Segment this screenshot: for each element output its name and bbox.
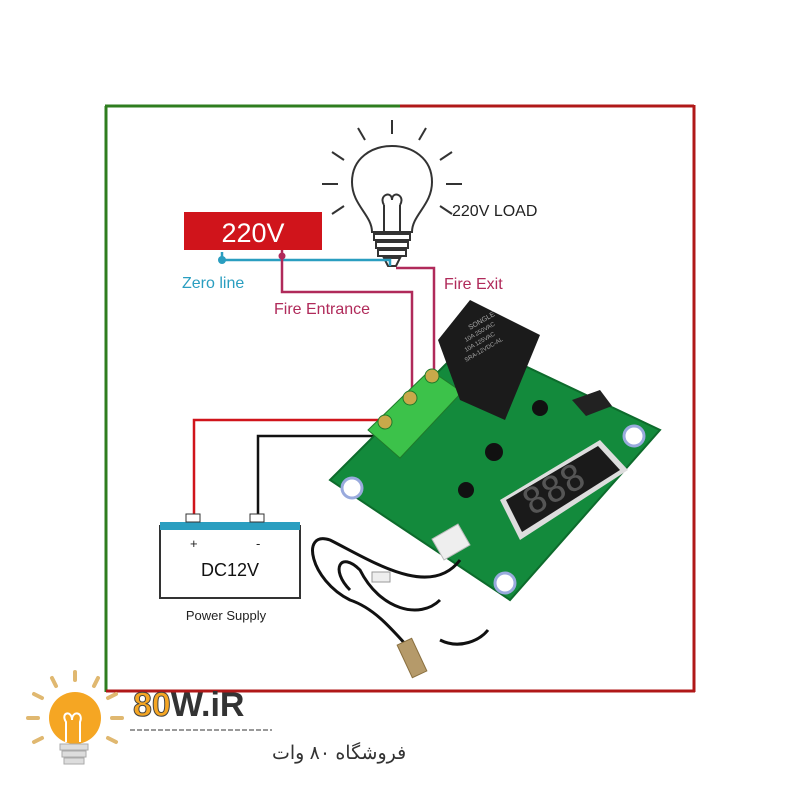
logo-text: 80W.iR [133,686,245,724]
battery-icon [159,513,301,599]
supply-voltage-label: 220V [221,218,284,248]
minus-label: - [256,536,260,551]
load-label: 220V LOAD [452,203,537,220]
dc-label: DC12V [201,560,259,580]
chip [572,390,612,416]
sensor-connector [431,523,471,561]
zero-line-wire [220,252,392,266]
light-bulb-icon [322,120,462,267]
zero-line-node [218,256,226,264]
fire-exit-label: Fire Exit [444,276,503,293]
fire-entrance-label: Fire Entrance [274,301,370,318]
zero-line-label: Zero line [182,275,244,292]
power-supply-label: Power Supply [186,608,267,623]
fire-entrance-wire [280,250,414,388]
thermostat-board: SONGLE 10A 250VAC 10A 125VAC SRA-12VDC-A… [328,300,662,602]
terminal-block [367,368,463,459]
logo-tagline: فروشگاه ۸۰ وات [272,741,406,764]
logo-bulb-icon [26,670,124,765]
temperature-probe [311,537,490,679]
push-buttons [458,400,548,498]
supply-box [184,212,322,250]
fire-exit-wire [396,266,436,378]
negative-wire [256,434,382,522]
plus-label: + [190,536,198,551]
positive-wire [192,418,406,522]
relay: SONGLE 10A 250VAC 10A 125VAC SRA-12VDC-A… [438,300,540,420]
fire-entrance-node [278,252,286,260]
